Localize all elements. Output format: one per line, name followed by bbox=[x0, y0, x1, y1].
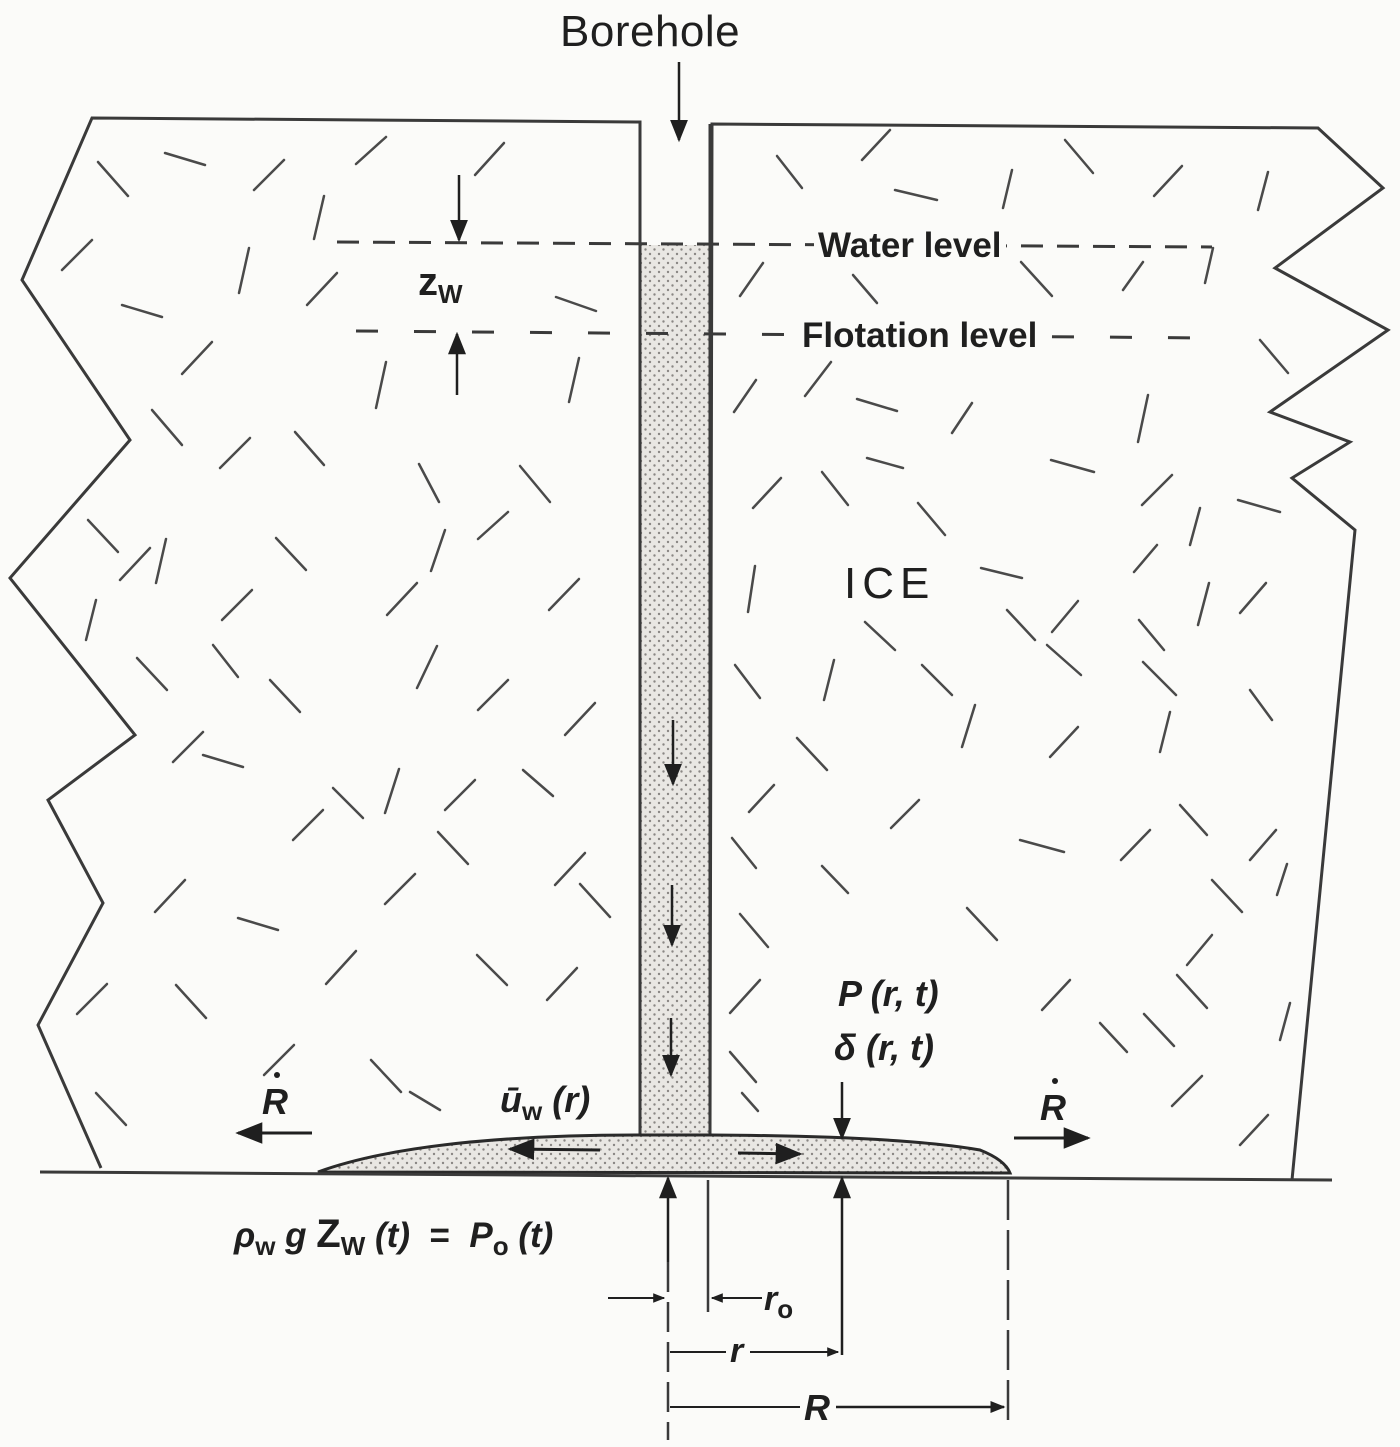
flotation-level-line bbox=[355, 329, 1211, 340]
basal-water-lens bbox=[317, 1133, 1013, 1175]
mean-velocity-label: ūw (r) bbox=[500, 1079, 591, 1125]
zw-main: z bbox=[418, 260, 438, 304]
ice-block-left-outline bbox=[8, 116, 642, 1169]
flotation-level-label: Flotation level bbox=[798, 318, 1042, 353]
r0-main: r bbox=[764, 1280, 778, 1318]
rdot-left-label: R bbox=[262, 1072, 288, 1122]
r0-sub: o bbox=[777, 1294, 794, 1324]
eq-P-arg: (t) bbox=[518, 1216, 554, 1255]
eq-Z-arg: (t) bbox=[375, 1216, 410, 1255]
eq-P: P bbox=[469, 1216, 493, 1255]
rdot-right-symbol: R bbox=[1040, 1078, 1066, 1128]
ice-hatch-marks bbox=[60, 128, 1292, 1147]
ice-block-right-outline bbox=[708, 122, 1391, 1181]
eq-rho-sub: w bbox=[255, 1231, 276, 1261]
u-main: ū bbox=[500, 1079, 522, 1120]
eq-equals: = bbox=[429, 1216, 450, 1255]
thickness-label: δ (r, t) bbox=[834, 1027, 934, 1068]
r0-label: ro bbox=[764, 1280, 793, 1322]
borehole-water-column bbox=[640, 245, 710, 1145]
zw-sub: W bbox=[438, 279, 463, 309]
zw-label: zW bbox=[418, 260, 463, 307]
r-label: r bbox=[730, 1332, 744, 1370]
rdot-right-label: R bbox=[1040, 1078, 1066, 1128]
R-label: R bbox=[804, 1387, 830, 1428]
eq-Z-sub: W bbox=[340, 1231, 366, 1261]
bed-line bbox=[39, 1170, 1333, 1182]
boundary-equation: ρw g ZW (t) = Po (t) bbox=[234, 1212, 554, 1259]
eq-P-sub: o bbox=[492, 1231, 509, 1261]
eq-rho: ρ bbox=[234, 1216, 256, 1255]
eq-Z: Z bbox=[316, 1212, 341, 1256]
pressure-label: P (r, t) bbox=[838, 973, 939, 1014]
ice-region-label: ICE bbox=[844, 559, 936, 608]
u-arg: (r) bbox=[552, 1079, 591, 1120]
u-sub: w bbox=[522, 1096, 543, 1126]
lens-flow-arrow-right bbox=[737, 1142, 803, 1165]
water-level-label: Water level bbox=[814, 228, 1006, 263]
rdot-left-symbol: R bbox=[262, 1072, 288, 1122]
eq-g: g bbox=[285, 1216, 307, 1255]
lens-flow-arrow-left bbox=[507, 1138, 601, 1161]
borehole-title: Borehole bbox=[560, 7, 741, 56]
water-level-line bbox=[336, 240, 1213, 249]
